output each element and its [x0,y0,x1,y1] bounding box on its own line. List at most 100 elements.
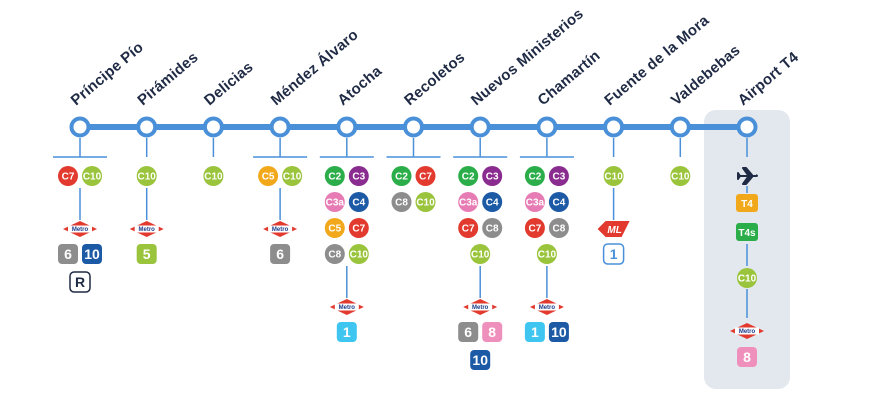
metro-logo-text: Metro [539,305,556,311]
station-marker[interactable] [336,116,358,138]
metro-logo-text: Metro [139,227,156,233]
cercanias-circle [282,166,303,186]
cercanias-circle [324,218,345,238]
cercanias-circle [548,192,569,212]
cercanias-label: C3a [459,198,478,209]
cercanias-badge-c3: C3 [482,166,503,186]
metro-line-square [69,271,91,293]
cercanias-circle [136,166,157,186]
metro-logo-icon: Metro [463,299,498,315]
cercanias-circle [324,166,345,186]
metro-line-number: 5 [143,246,151,262]
cercanias-label: C4 [553,198,566,209]
metro-line-badge-10: 10 [548,322,569,342]
cercanias-circle [258,166,279,186]
cercanias-badge-c2: C2 [324,166,345,186]
station-marker[interactable] [69,116,91,138]
cercanias-circle [536,244,557,264]
cercanias-badge-c4: C4 [482,192,503,212]
station-marker[interactable] [403,116,424,138]
cercanias-circle [670,166,691,186]
cercanias-circle [458,166,479,186]
station-marker[interactable] [269,116,291,138]
airplane-shape [737,167,758,185]
cercanias-circle [203,166,224,186]
cercanias-badge-c8: C8 [324,244,345,264]
metro-line-badge-8: 8 [482,322,503,342]
station-marker[interactable] [736,116,758,138]
station-marker[interactable] [469,116,491,138]
cercanias-badge-c10: C10 [203,166,224,186]
cercanias-badge-c3: C3 [548,166,569,186]
metro-logo-icon: Metro [730,323,764,339]
cercanias-circle [458,192,479,212]
cercanias-label: C3 [352,172,365,183]
cercanias-circle [482,218,503,238]
metro-logo-text: Metro [739,329,756,335]
station-marker[interactable] [603,116,625,138]
metro-line-number: 6 [64,246,72,262]
cercanias-circle [603,166,624,186]
cercanias-label: C8 [553,224,566,235]
cercanias-circle [58,166,78,186]
station-name: Airport T4 [735,48,803,109]
cercanias-label: C5 [328,224,341,235]
cercanias-badge-c10: C10 [536,244,557,264]
cercanias-badge-c7: C7 [458,218,479,238]
cercanias-badge-c4: C4 [548,192,569,212]
station-marker[interactable] [136,116,158,138]
cercanias-badge-c3a: C3a [524,192,545,212]
metro-line-badge-6: 6 [58,244,78,264]
cercanias-label: C10 [204,172,223,183]
cercanias-badge-c10: C10 [670,166,691,186]
metro-line-number: 6 [464,324,472,340]
cercanias-label: C7 [62,172,75,183]
cercanias-badge-c7: C7 [348,218,369,238]
cercanias-label: C2 [328,172,341,183]
cercanias-circle [324,244,345,264]
cercanias-badge-c8: C8 [482,218,503,238]
terminal-label: T4s [738,228,756,239]
cercanias-label: C4 [352,198,365,209]
cercanias-label: C2 [462,172,475,183]
station-marker[interactable] [536,116,558,138]
metro-logo-icon: Metro [63,221,97,237]
cercanias-label: C10 [83,172,102,183]
metro-line-badge-1: 1 [336,322,357,342]
cercanias-label: C10 [604,172,623,183]
station-marker[interactable] [202,116,224,138]
metro-line-square [58,244,78,264]
cercanias-label: C7 [419,172,432,183]
metro-line-number: 8 [488,324,496,340]
cercanias-circle [348,244,369,264]
cercanias-badge-c2: C2 [458,166,479,186]
metro-line-square [482,322,503,342]
metro-line-badge-r: R [69,271,91,293]
cercanias-circle [82,166,102,186]
metro-line-square [336,322,357,342]
metro-bar [68,225,92,233]
metro-line-badge-1: 1 [602,243,625,265]
cercanias-badge-c10: C10 [348,244,369,264]
cercanias-badge-c7: C7 [415,166,436,186]
station-name: Nuevos Ministerios [468,5,587,109]
metro-line-square [737,347,757,367]
cercanias-label: C10 [138,172,157,183]
metro-bar [735,327,759,335]
metro-line-number: 1 [610,246,618,262]
cercanias-badge-c10: C10 [136,166,157,186]
station-marker[interactable] [669,116,691,138]
cercanias-circle [548,166,569,186]
metro-line-badge-6: 6 [270,244,291,264]
cercanias-label: C7 [462,224,475,235]
